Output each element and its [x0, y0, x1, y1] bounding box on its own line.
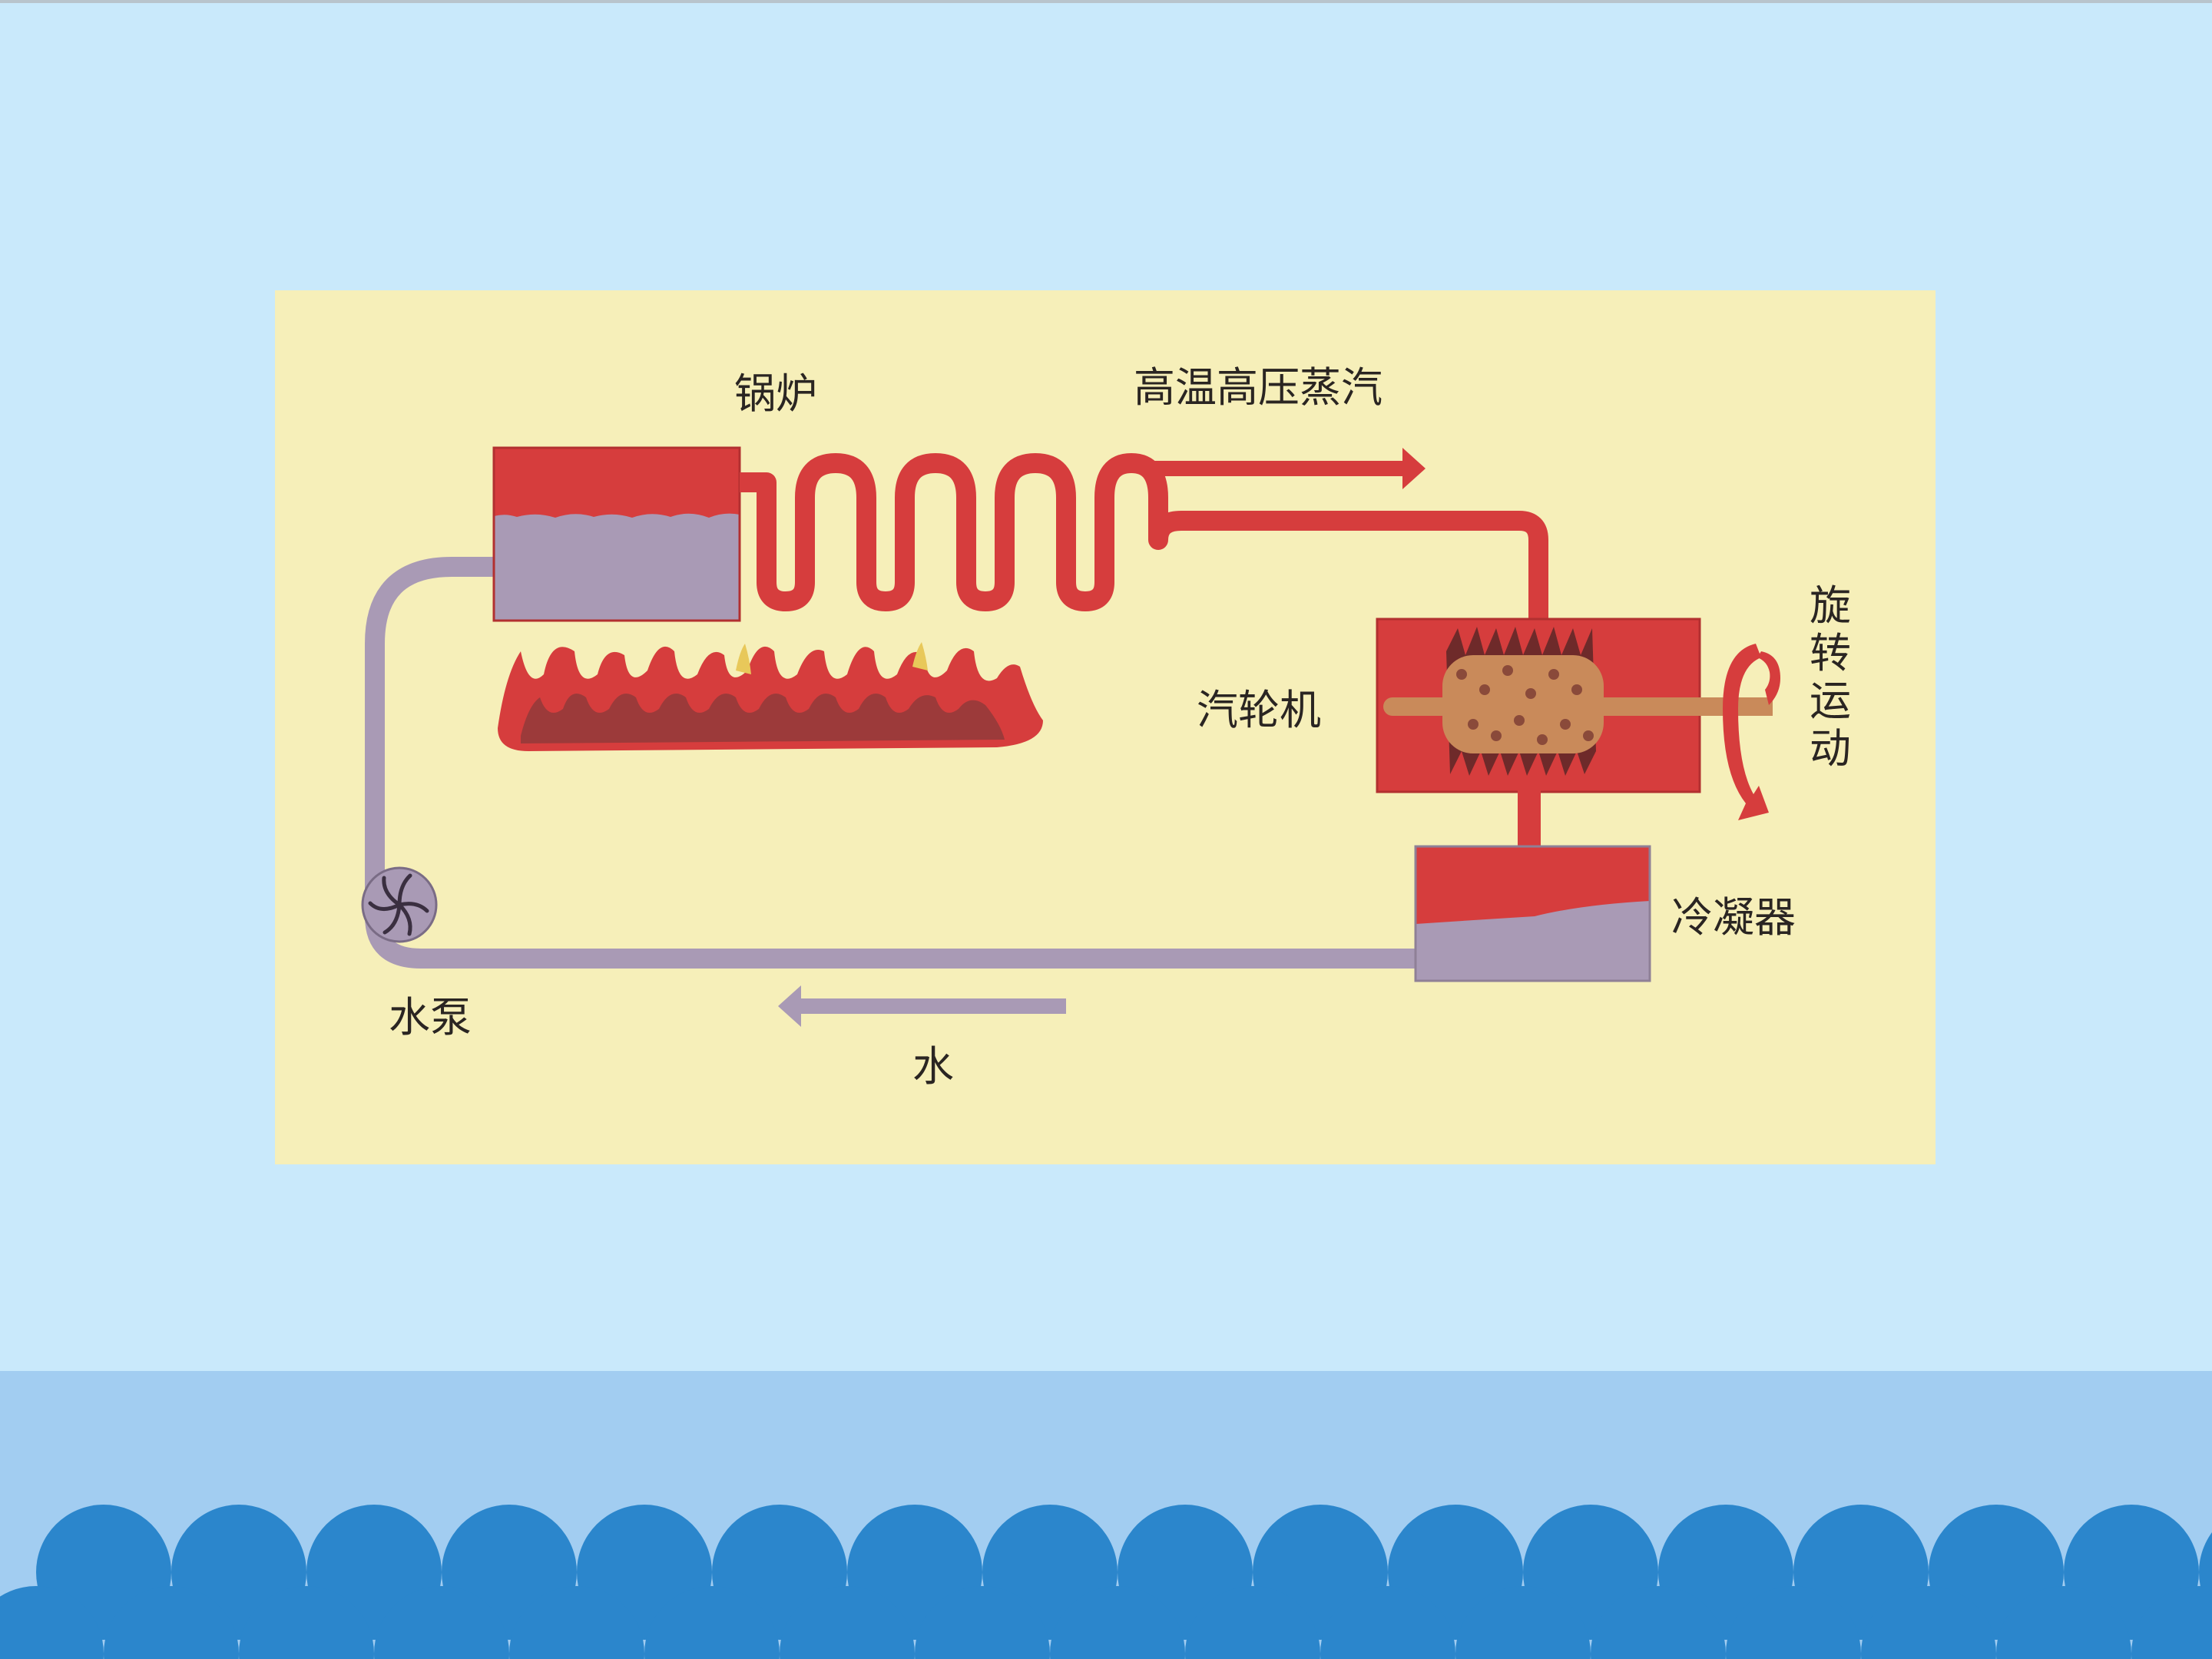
- steam-coil-pipe: [740, 453, 1548, 636]
- scallop: [644, 1586, 780, 1659]
- boiler-flames: [498, 642, 1043, 751]
- condenser-steam-space: [1416, 846, 1650, 924]
- water-return-pipe: [365, 557, 1427, 969]
- top-border: [0, 0, 2212, 3]
- scallop: [104, 1586, 239, 1659]
- turbine-condenser-pipe: [1518, 790, 1541, 855]
- scallop: [1726, 1586, 1861, 1659]
- rotation-label: 旋转运动: [1810, 581, 1851, 773]
- boiler-label: 锅炉: [734, 369, 817, 418]
- water-label: 水: [912, 1042, 954, 1091]
- scallop: [1050, 1586, 1185, 1659]
- water-pump: [361, 866, 438, 943]
- footer-scallops-front: [0, 1586, 2212, 1659]
- scallop: [1185, 1586, 1320, 1659]
- diagram-graphic: [361, 446, 1780, 1027]
- turbine-label: 汽轮机: [1197, 686, 1321, 734]
- scallop: [2131, 1586, 2212, 1659]
- pump-label: 水泵: [389, 993, 472, 1041]
- scallop: [0, 1586, 104, 1659]
- water-arrow: [778, 985, 1066, 1027]
- scallop: [509, 1586, 644, 1659]
- scallop: [1320, 1586, 1455, 1659]
- scallop: [915, 1586, 1050, 1659]
- scallop: [1861, 1586, 1996, 1659]
- scallop: [780, 1586, 915, 1659]
- scallop: [1996, 1586, 2131, 1659]
- scallop: [1455, 1586, 1591, 1659]
- condenser-label: 冷凝器: [1671, 893, 1796, 942]
- turbine-rotor: [1442, 627, 1604, 776]
- rotation-arrow: [1723, 644, 1769, 820]
- high-temp-steam-label: 高温高压蒸汽: [1134, 363, 1382, 412]
- steam-arrow: [1143, 448, 1426, 489]
- steam-turbine-diagram: 锅炉 高温高压蒸汽 汽轮机 旋转运动 冷凝器 水泵 水: [275, 290, 1936, 1164]
- scallop: [374, 1586, 509, 1659]
- scallop: [239, 1586, 374, 1659]
- footer-wave-band: [0, 1371, 2212, 1659]
- scallop: [1591, 1586, 1726, 1659]
- boiler-steam-space: [494, 448, 740, 518]
